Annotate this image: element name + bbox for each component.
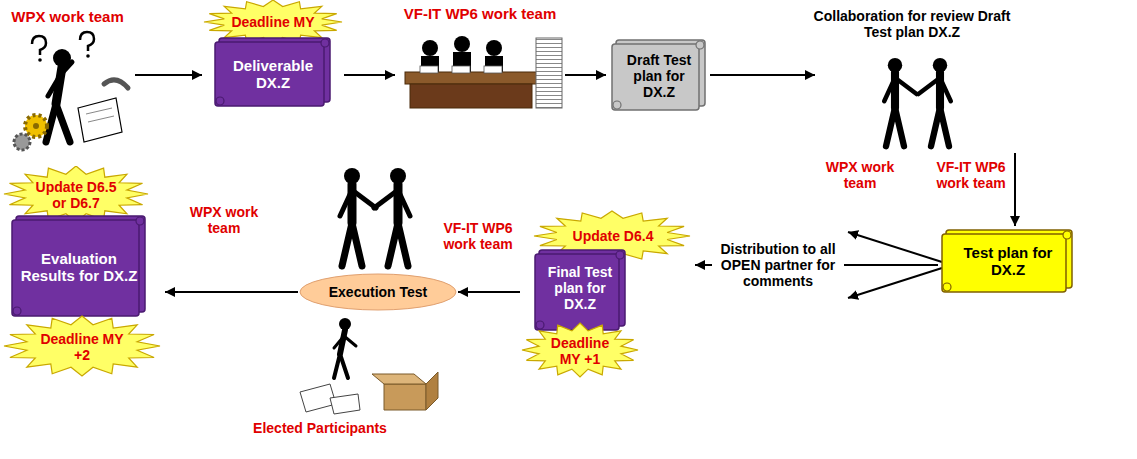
team-label-box: Elected Participants xyxy=(232,416,408,440)
edge-label: Distribution to all OPEN partner for com… xyxy=(712,241,844,289)
node-text: Final Test plan for DX.Z xyxy=(539,264,621,312)
node-text-box: Evaluation Results for DX.Z xyxy=(18,226,140,308)
node-text-box: WPX work team xyxy=(5,6,130,28)
node-text: WPX work team xyxy=(11,8,124,25)
starburst xyxy=(522,323,638,377)
team-label: VF-IT WP6 work team xyxy=(932,159,1010,191)
draft-scroll: Draft Test plan for DX.Z xyxy=(606,36,710,114)
node-text-box: Collaboration for review Draft Test plan… xyxy=(812,2,1012,46)
team-label-box: WPX work team xyxy=(186,200,262,240)
starburst xyxy=(4,166,148,222)
team-label: WPX work team xyxy=(818,159,902,191)
node-shape xyxy=(395,8,565,112)
team-label-box: VF-IT WP6 work team xyxy=(932,156,1010,194)
evaluation-scroll: Update D6.5 or D6.7Evaluation Results fo… xyxy=(3,166,165,378)
node-text: VF-IT WP6 work team xyxy=(404,5,557,22)
node-text-box: VF-IT WP6 work team xyxy=(396,2,564,26)
flow-arrow xyxy=(1014,153,1016,226)
node-text-box: Update D6.4 xyxy=(558,226,668,246)
handshake-figures xyxy=(340,168,410,266)
node-text-box: Deadline MY xyxy=(220,11,326,33)
scroll-shape xyxy=(535,250,625,330)
final-test-plan-scroll: Update D6.4Final Test plan for DX.Z Deadl… xyxy=(520,210,695,378)
node-text-box: Deadline MY +1 xyxy=(540,333,620,369)
node-text-box: Deadline MY +2 xyxy=(36,329,128,365)
thinking-man-figure xyxy=(14,32,128,150)
deliverable-scroll: Deadline MY Deliverable DX.Z xyxy=(202,0,344,108)
node-text-box: Deliverable DX.Z xyxy=(221,46,325,102)
node-text-box: Draft Test plan for DX.Z xyxy=(616,46,702,106)
starburst xyxy=(4,316,160,376)
test-plan-scroll: Test plan for DX.Z xyxy=(938,226,1076,296)
scroll-shape xyxy=(12,216,145,316)
node-text: Deadline MY +1 xyxy=(540,335,620,367)
flow-arrow xyxy=(165,291,298,293)
collaboration-figure: Collaboration for review Draft Test plan… xyxy=(815,3,1035,153)
flow-arrow xyxy=(135,74,202,76)
team-label-box: WPX work team xyxy=(818,156,902,194)
node-text: Deadline MY xyxy=(231,14,314,30)
execution-ellipse: Execution Test xyxy=(298,272,458,312)
node-text-box: Execution Test xyxy=(306,280,450,304)
scroll-shape xyxy=(612,40,705,110)
team-figure: VF-IT WP6 work team xyxy=(395,8,565,112)
flow-arrow xyxy=(710,74,815,76)
team-label-box: VF-IT WP6 work team xyxy=(438,216,518,256)
team-label: WPX work team xyxy=(186,204,262,236)
handshake-figures xyxy=(884,58,951,146)
team-label: Elected Participants xyxy=(253,420,387,436)
node-text: Test plan for DX.Z xyxy=(950,244,1066,279)
team-figure: WPX work team xyxy=(5,5,135,153)
node-text-box: Update D6.5 or D6.7 xyxy=(28,177,124,213)
node-text: Update D6.4 xyxy=(573,228,654,244)
node-text: Execution Test xyxy=(329,284,428,300)
node-text: Deliverable DX.Z xyxy=(221,57,325,92)
edge-label-box: Distribution to all OPEN partner for com… xyxy=(712,236,844,294)
node-text-box: Final Test plan for DX.Z xyxy=(539,255,621,321)
meeting-desk-figure xyxy=(405,36,562,108)
scroll-shape xyxy=(215,38,330,106)
node-text: Deadline MY +2 xyxy=(36,331,128,363)
node-text: Evaluation Results for DX.Z xyxy=(18,250,140,285)
scroll-shape xyxy=(942,230,1072,292)
ellipse-shape xyxy=(300,274,456,310)
participant-figure xyxy=(300,318,438,414)
node-text-box: Test plan for DX.Z xyxy=(950,236,1066,286)
team-label: VF-IT WP6 work team xyxy=(438,220,518,252)
node-shape xyxy=(5,5,135,153)
flow-arrow xyxy=(344,74,395,76)
node-text: Update D6.5 or D6.7 xyxy=(28,179,124,211)
node-text: Collaboration for review Draft Test plan… xyxy=(812,8,1012,40)
node-text: Draft Test plan for DX.Z xyxy=(616,52,702,100)
flow-arrow xyxy=(565,74,606,76)
flow-arrow xyxy=(458,291,520,293)
